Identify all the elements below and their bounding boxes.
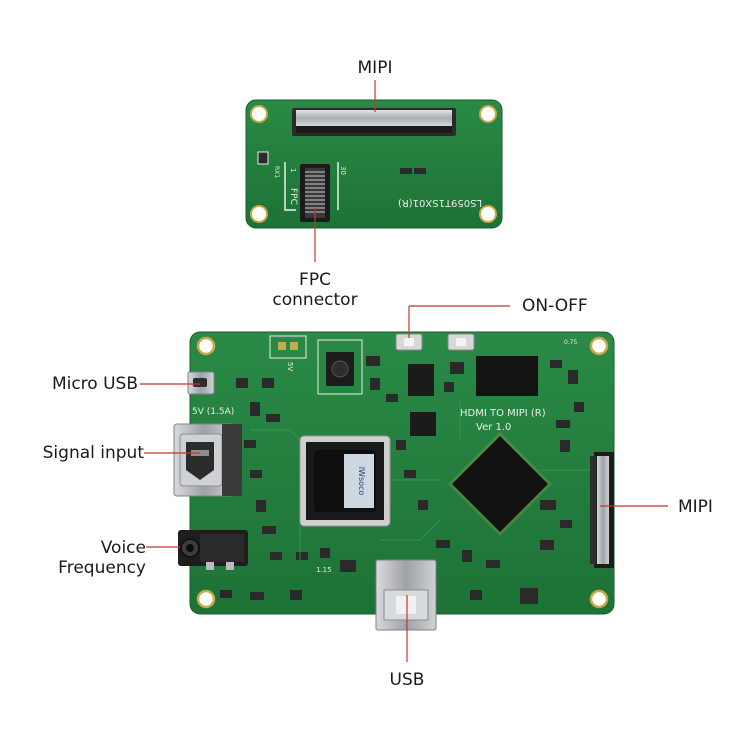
hdmi-port	[173, 423, 242, 497]
mounting-hole	[479, 205, 497, 223]
label-usb: USB	[389, 670, 425, 690]
small-board-model: LS059T1SX01(R)	[398, 197, 482, 208]
label-mipi-right: MIPI	[678, 497, 713, 517]
ir-receiver	[317, 339, 363, 395]
flash-chip	[476, 356, 538, 396]
micro-usb-port	[187, 371, 215, 395]
adapter-board: RX1 FPC 1 30 LS059T1SX01(R)	[245, 99, 503, 229]
mounting-hole	[196, 336, 216, 356]
mipi-connector-main	[590, 452, 614, 568]
smd-components	[220, 356, 584, 604]
silkscreen-traces	[250, 400, 590, 560]
mipi-connector-small	[292, 108, 456, 136]
regulator-chip	[408, 364, 434, 396]
mounting-hole	[196, 589, 216, 609]
small-board-fpc: FPC	[288, 188, 298, 205]
label-signal-input: Signal input	[42, 443, 144, 463]
on-off-switch	[395, 333, 475, 351]
main-board-title: HDMI TO MIPI (R)	[460, 408, 546, 419]
main-board-ver: Ver 1.0	[476, 422, 511, 433]
label-fpc-connector: FPC connector	[272, 270, 358, 310]
mipi-bridge-chip	[448, 432, 552, 536]
hdmi-receiver-chip: IWsoco	[299, 435, 391, 527]
chip-text: IWsoco	[357, 467, 366, 496]
usb-a-port	[375, 559, 437, 631]
main-board-5v: 5V	[286, 362, 294, 371]
small-chip	[410, 412, 436, 436]
callout-lines	[140, 80, 668, 662]
label-mipi-top: MIPI	[357, 58, 393, 78]
label-on-off: ON-OFF	[522, 296, 588, 316]
label-micro-usb: Micro USB	[51, 374, 138, 394]
mounting-hole	[479, 105, 497, 123]
label-voice-frequency: Voice Frequency	[58, 538, 146, 578]
small-board-pin30: 30	[339, 166, 347, 175]
small-board-pin1: 1	[289, 168, 297, 172]
main-board-075: 0.75	[564, 339, 578, 346]
main-board: 5V (1.5A) 5V	[173, 331, 615, 631]
mounting-hole	[589, 336, 609, 356]
mounting-hole	[250, 105, 268, 123]
small-board-rx1: RX1	[273, 166, 280, 178]
fpc-connector	[300, 164, 330, 222]
audio-jack	[178, 530, 248, 570]
mounting-hole	[589, 589, 609, 609]
main-board-115: 1.15	[316, 566, 332, 574]
mounting-hole	[250, 205, 268, 223]
main-board-power: 5V (1.5A)	[192, 407, 234, 417]
